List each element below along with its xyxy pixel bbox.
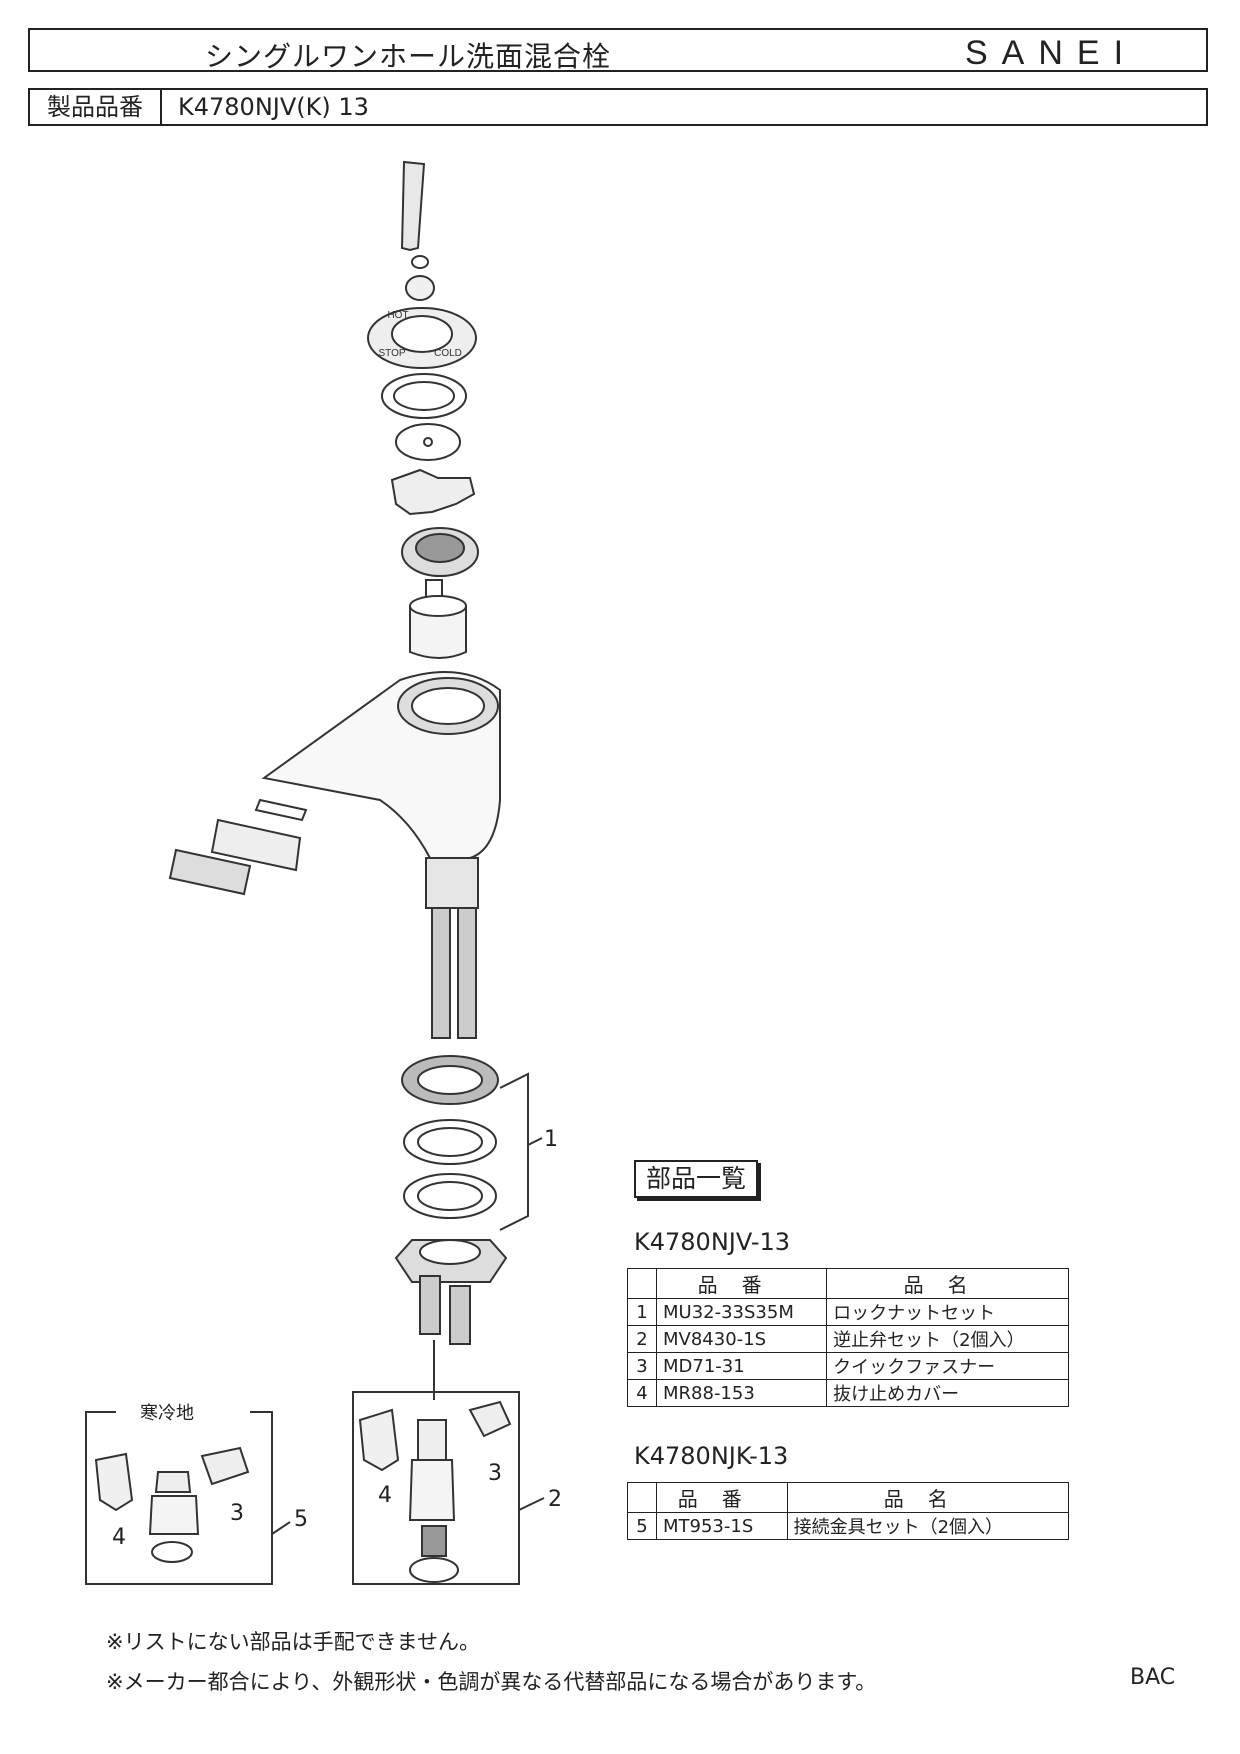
hose-left (431, 907, 451, 1039)
aerator-body (210, 818, 302, 872)
header-name: 品名 (826, 1268, 1069, 1299)
title-box: シングルワンホール洗面混合栓 SANEI (28, 28, 1208, 73)
aerator-gasket (254, 798, 308, 822)
model-label-njv: K4780NJV-13 (634, 1228, 791, 1256)
exploded-diagram: HOT STOP COLD 1 2 3 4 3 4 5 寒冷地 (85, 160, 562, 1585)
callout-3-box2: 3 (488, 1461, 502, 1486)
packing-hole (423, 437, 433, 447)
dial-label-cold: COLD (434, 348, 462, 359)
table-row: 5 MT953-1S 接続金具セット（2個入） (627, 1512, 1070, 1540)
washer-upper-hole (393, 381, 455, 411)
header-code: 品番 (656, 1482, 788, 1513)
cartridge-body (409, 605, 467, 659)
dial-label-stop: STOP (378, 348, 405, 359)
hose-end-left (419, 1275, 441, 1335)
lever-handle (400, 160, 426, 252)
header-name: 品名 (786, 1482, 1070, 1513)
callout-4-box2: 4 (378, 1483, 392, 1508)
dial-label-hot: HOT (387, 310, 408, 321)
set-screw (411, 255, 429, 269)
cartridge-clip (390, 468, 476, 516)
cold-region-label: 寒冷地 (140, 1403, 194, 1424)
lever-ball (405, 275, 435, 301)
washer-box5 (151, 1541, 193, 1563)
valve-insert-box2 (421, 1525, 447, 1557)
table-row: 2 MV8430-1S 逆止弁セット（2個入） (627, 1325, 1069, 1353)
fastener-box2 (468, 1400, 512, 1438)
parts-table-njk: 品番 品名 5 MT953-1S 接続金具セット（2個入） (627, 1482, 1070, 1540)
footer-code: BAC (1130, 1665, 1176, 1690)
callout-4-box5: 4 (112, 1525, 126, 1550)
model-label-njk: K4780NJK-13 (634, 1442, 789, 1470)
washer-box2 (409, 1557, 459, 1583)
bracket-1 (499, 1072, 529, 1231)
valve-body-box2 (408, 1459, 456, 1521)
table-row: 1 MU32-33S35M ロックナットセット (627, 1298, 1069, 1326)
callout-2: 2 (548, 1487, 562, 1512)
dial-inner (391, 315, 453, 353)
callout-3-box5: 3 (230, 1501, 244, 1526)
product-title: シングルワンホール洗面混合栓 (205, 40, 612, 73)
product-code-label: 製品品番 (30, 90, 162, 124)
note-substitute-parts: ※メーカー都合により、外観形状・色調が異なる代替部品になる場合があります。 (106, 1670, 877, 1694)
callout-5: 5 (294, 1507, 308, 1532)
parts-list-heading: 部品一覧 (634, 1160, 758, 1198)
hose-end-right (449, 1285, 471, 1345)
cartridge-nut-hole (415, 533, 465, 563)
cover-box5 (94, 1452, 134, 1512)
table-row: 3 MD71-31 クイックファスナー (627, 1352, 1069, 1380)
threaded-shank (425, 857, 479, 909)
cartridge-seat-inner (411, 687, 485, 725)
brand-logo: SANEI (965, 34, 1138, 72)
aerator-cap (168, 848, 252, 896)
fitting-top-box5 (154, 1471, 192, 1493)
header-no (627, 1268, 657, 1299)
note-not-orderable: ※リストにない部品は手配できません。 (106, 1630, 480, 1654)
header-no (627, 1482, 657, 1513)
box-2 (352, 1391, 520, 1585)
box-5 (85, 1411, 273, 1585)
fastener-box5 (200, 1446, 250, 1486)
callout-1: 1 (544, 1127, 558, 1152)
parts-table-njv: 品番 品名 1 MU32-33S35M ロックナットセット 2 MV8430-1… (627, 1268, 1069, 1407)
hose-right (457, 907, 477, 1039)
product-code-box: 製品品番 K4780NJV(K) 13 (28, 88, 1208, 126)
valve-top-box2 (417, 1419, 447, 1461)
fitting-body-box5 (148, 1495, 200, 1535)
product-code-value: K4780NJV(K) 13 (178, 93, 369, 121)
table-header: 品番 品名 (627, 1482, 1070, 1513)
cover-box2 (358, 1408, 400, 1472)
table-row: 4 MR88-153 抜け止めカバー (627, 1379, 1069, 1407)
header-code: 品番 (655, 1268, 828, 1299)
table-header: 品番 品名 (627, 1268, 1069, 1299)
cartridge-top (409, 595, 467, 617)
